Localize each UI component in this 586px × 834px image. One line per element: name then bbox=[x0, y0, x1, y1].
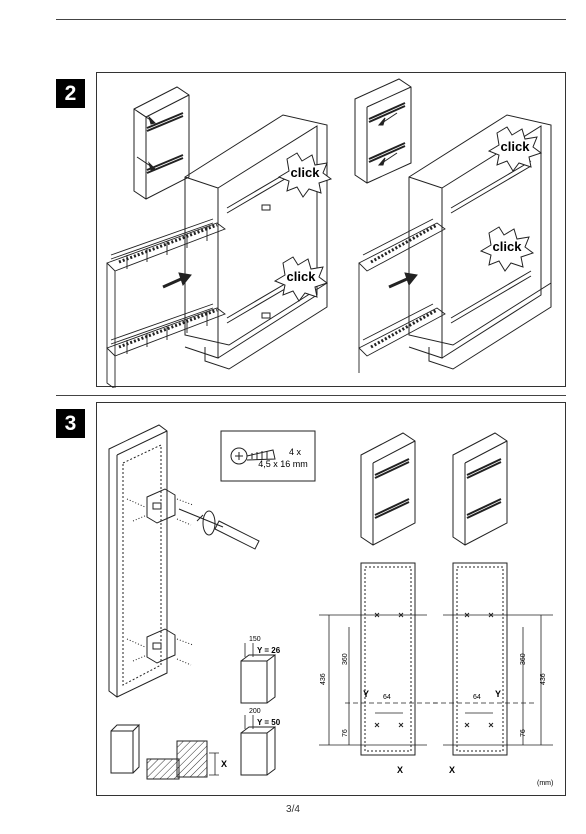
click-burst-3: click bbox=[487, 126, 543, 172]
dim-64-left: 64 bbox=[383, 694, 391, 701]
dim-y50: Y = 50 bbox=[257, 718, 281, 727]
side-panel-inset-right bbox=[354, 78, 412, 184]
push-arrowhead-left bbox=[178, 272, 192, 287]
offset-detail-200 bbox=[240, 715, 276, 776]
top-rule bbox=[56, 19, 566, 20]
drilling-template-right bbox=[433, 562, 553, 756]
screw-box bbox=[220, 430, 316, 482]
screw-count: 4 x bbox=[289, 447, 302, 457]
basket-right bbox=[358, 218, 446, 373]
dim-436-left: 436 bbox=[320, 673, 327, 685]
inset-cabinet-right bbox=[452, 432, 508, 546]
dim-436-right: 436 bbox=[540, 673, 547, 685]
dim-76-left: 76 bbox=[342, 729, 349, 737]
click-burst-2: click bbox=[273, 256, 329, 302]
side-panel bbox=[108, 424, 168, 698]
click-label: click bbox=[287, 269, 317, 284]
screwdriver-icon bbox=[178, 508, 260, 550]
inset-cabinet-left bbox=[360, 432, 416, 546]
dim-360-right: 360 bbox=[520, 653, 527, 665]
step-3-illustration: 4 x 4,5 x 16 mm 150 Y = 26 200 Y = 50 43… bbox=[108, 424, 553, 787]
dim-y26: Y = 26 bbox=[257, 646, 281, 655]
dim-150: 150 bbox=[249, 636, 261, 643]
units-mm: (mm) bbox=[537, 780, 553, 787]
offset-detail-x bbox=[110, 723, 219, 780]
dim-200: 200 bbox=[249, 708, 261, 715]
step-2-panel: click click click click bbox=[96, 72, 566, 390]
basket-left bbox=[106, 218, 226, 390]
label-y-left: Y bbox=[363, 689, 369, 699]
label-y-right: Y bbox=[495, 689, 501, 699]
step-2-illustration: click click click click bbox=[106, 78, 552, 390]
label-x-right: X bbox=[449, 765, 455, 775]
click-burst-1: click bbox=[277, 152, 333, 198]
step-2-badge: 2 bbox=[56, 79, 85, 108]
cabinet-left bbox=[184, 114, 328, 370]
click-label: click bbox=[291, 165, 321, 180]
cabinet-right bbox=[408, 114, 552, 370]
offset-detail-150 bbox=[240, 643, 276, 704]
click-label: click bbox=[493, 239, 523, 254]
label-x-left: X bbox=[397, 765, 403, 775]
click-burst-4: click bbox=[479, 226, 535, 272]
step-3-panel: 4 x 4,5 x 16 mm 150 Y = 26 200 Y = 50 43… bbox=[96, 402, 566, 796]
dim-76-right: 76 bbox=[520, 729, 527, 737]
middle-rule bbox=[56, 395, 566, 396]
side-panel-inset-left bbox=[133, 86, 190, 200]
step-3-badge: 3 bbox=[56, 409, 85, 438]
hinge-bottom bbox=[126, 628, 194, 666]
drilling-template-left bbox=[319, 562, 437, 756]
dim-64-right: 64 bbox=[473, 694, 481, 701]
push-arrowhead-right bbox=[404, 272, 418, 287]
dim-360-left: 360 bbox=[342, 653, 349, 665]
push-arrow-left bbox=[162, 277, 182, 289]
push-arrow-right bbox=[388, 277, 408, 289]
label-x-detail: X bbox=[221, 759, 227, 769]
page-number: 3/4 bbox=[286, 804, 300, 815]
hinge-top bbox=[126, 488, 194, 526]
click-label: click bbox=[501, 139, 531, 154]
screw-size: 4,5 x 16 mm bbox=[258, 459, 308, 469]
